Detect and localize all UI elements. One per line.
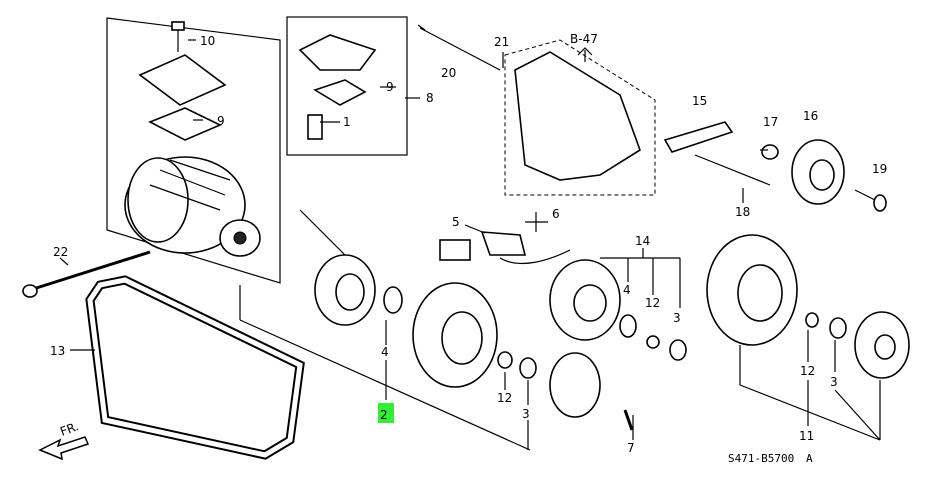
front-label: FR.	[58, 419, 80, 439]
callout-22: 22	[53, 245, 68, 259]
callout-labels: 1 2 3 3 3 4 4 5 6 7 8 9 9 10 11 12 12 12…	[50, 32, 887, 455]
callout-3a: 3	[522, 407, 530, 421]
callout-17: 17	[763, 115, 778, 129]
leader-lines	[59, 39, 881, 451]
callout-12c: 12	[800, 364, 815, 378]
callout-3c: 3	[830, 375, 838, 389]
callout-12a: 12	[497, 391, 512, 405]
callout-6: 6	[552, 207, 560, 221]
callout-18: 18	[735, 205, 750, 219]
callout-7: 7	[627, 441, 635, 455]
clutch-group-b	[439, 212, 687, 361]
callout-5: 5	[452, 215, 460, 229]
compressor-group	[106, 17, 281, 284]
through-bolt	[22, 250, 151, 298]
diagram-code: S471-B5700	[728, 452, 794, 465]
front-arrow: FR.	[38, 419, 90, 461]
callout-21: 21	[494, 35, 509, 49]
callout-19: 19	[872, 162, 887, 176]
callout-16: 16	[803, 109, 818, 123]
callout-1: 1	[343, 115, 351, 129]
drive-belt	[85, 275, 305, 460]
callout-3b: 3	[673, 311, 681, 325]
bracket-group	[417, 24, 887, 212]
callout-8: 8	[426, 91, 434, 105]
page-reference: B-47	[570, 32, 598, 46]
clutch-group-a	[299, 209, 634, 431]
callout-20: 20	[441, 66, 456, 80]
callout-13: 13	[50, 344, 65, 358]
callout-11: 11	[799, 429, 814, 443]
diagram-code-suffix: A	[806, 452, 813, 465]
callout-4a: 4	[381, 345, 389, 359]
callout-2: 2	[380, 408, 388, 422]
clutch-group-c	[706, 234, 910, 379]
highlight-box	[378, 403, 394, 423]
callout-9a: 9	[386, 80, 394, 94]
callout-12b: 12	[645, 296, 660, 310]
valve-group	[286, 16, 408, 156]
callout-4b: 4	[623, 283, 631, 297]
callout-14: 14	[635, 234, 650, 248]
callout-9b: 9	[217, 114, 225, 128]
callout-15: 15	[692, 94, 707, 108]
callout-10: 10	[200, 34, 215, 48]
